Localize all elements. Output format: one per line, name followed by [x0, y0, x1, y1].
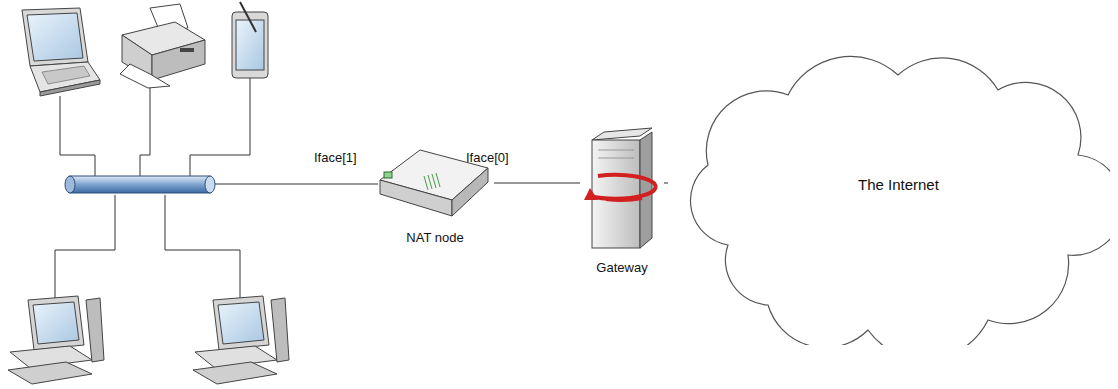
- network-link: [494, 183, 580, 184]
- server-icon: [592, 128, 652, 248]
- node-label: NAT node: [406, 230, 463, 246]
- tablet-icon: [232, 2, 268, 78]
- server-node: Gateway: [580, 122, 664, 280]
- cloud-outline: [668, 45, 1110, 345]
- node-label: The Internet: [858, 177, 939, 193]
- interface-label: Iface[0]: [466, 150, 509, 166]
- printer-icon: [120, 4, 205, 88]
- desktop-icon: [8, 296, 104, 384]
- network-link: [664, 183, 668, 184]
- lan-bus: [65, 176, 215, 193]
- desktop-icon: [193, 296, 289, 384]
- cloud-path: [690, 56, 1110, 345]
- lan-wires: [55, 78, 378, 300]
- laptop-icon: [22, 8, 100, 96]
- interface-label: Iface[1]: [314, 150, 357, 166]
- cloud-node: The Internet: [668, 45, 1110, 345]
- node-label: Gateway: [596, 260, 647, 276]
- firewall-arrow: [584, 175, 656, 200]
